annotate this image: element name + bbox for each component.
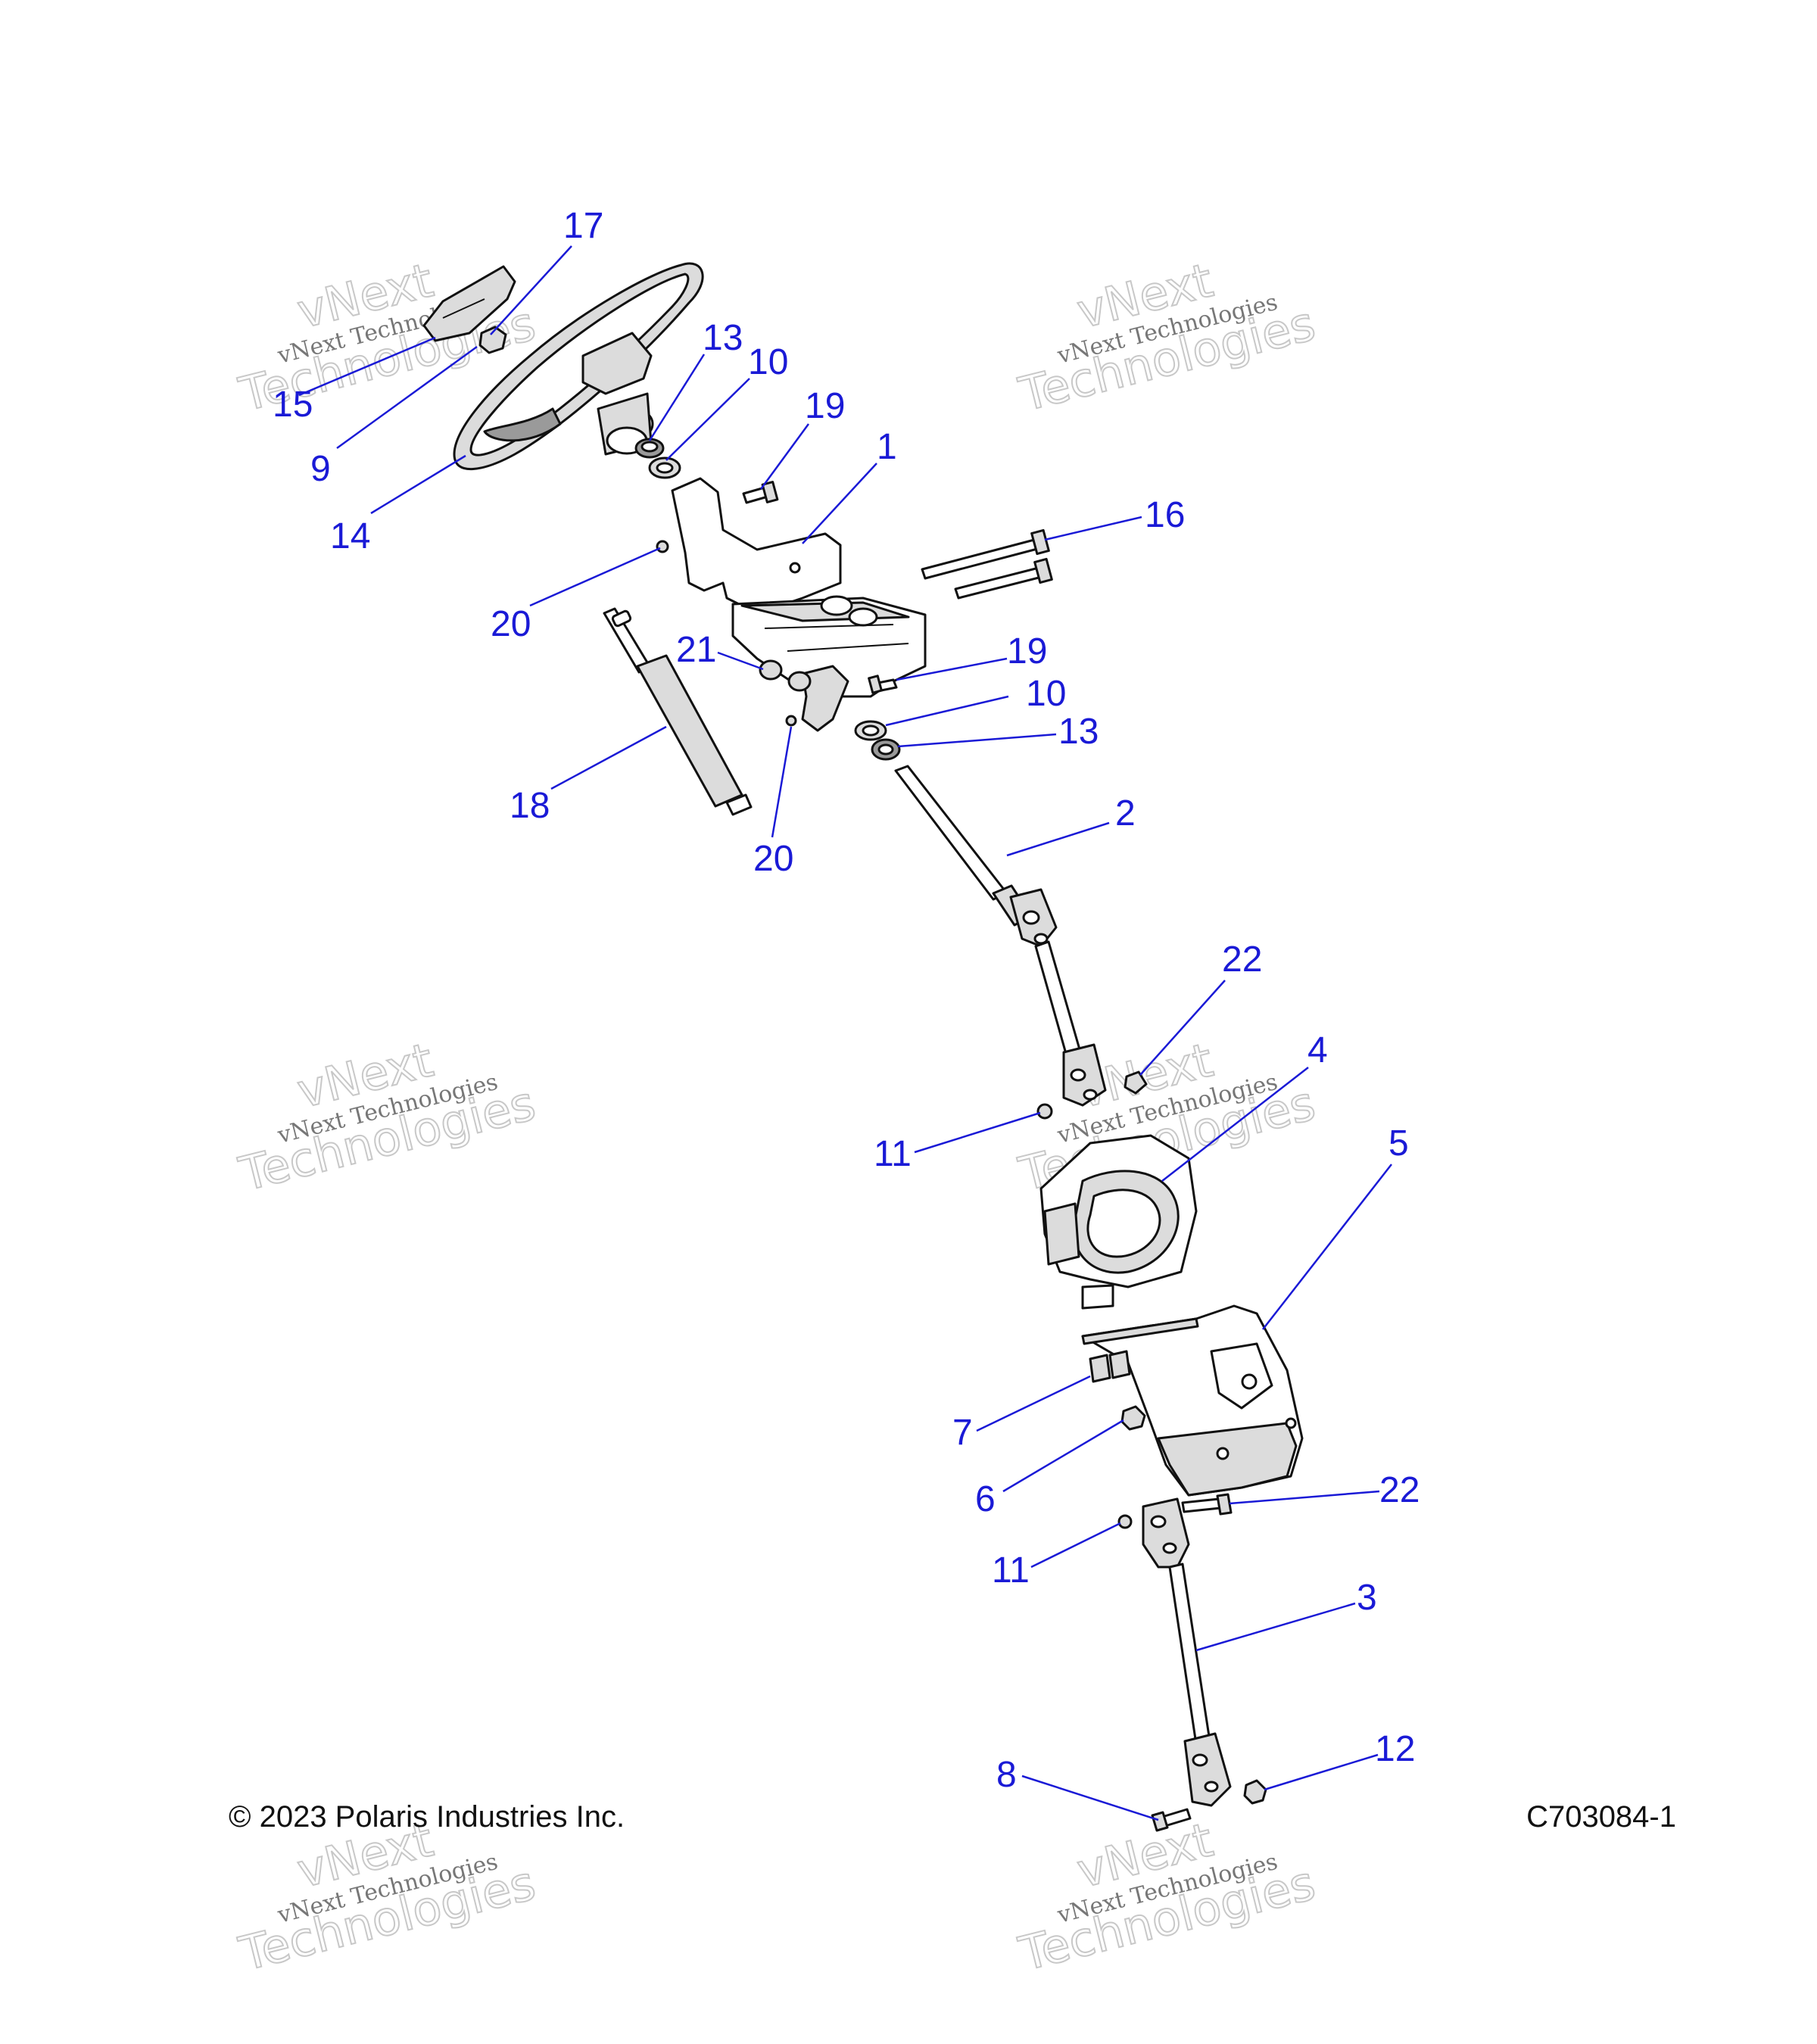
callout-8: 8 — [996, 1755, 1017, 1795]
callout-6: 6 — [975, 1479, 996, 1519]
pinch-bolt-lower-part — [1181, 1493, 1233, 1516]
bolt-lower-part — [868, 675, 898, 694]
callout-13-lower: 13 — [1058, 712, 1099, 752]
bushing-lower-part — [871, 738, 901, 761]
callout-14: 14 — [330, 516, 370, 556]
callout-19-lower: 19 — [1007, 631, 1047, 671]
callout-20-upper: 20 — [491, 604, 531, 644]
callout-17: 17 — [563, 206, 603, 246]
leader-lines — [298, 245, 1392, 1821]
callout-22-upper: 22 — [1222, 939, 1262, 980]
pinch-bolt-upper-part — [1124, 1070, 1148, 1095]
callout-labels: 17 15 9 14 13 10 19 1 16 20 21 19 10 13 … — [273, 206, 1420, 1795]
callout-10-lower: 10 — [1026, 674, 1066, 714]
horn-cover-part — [422, 265, 516, 342]
callout-11-upper: 11 — [874, 1134, 912, 1174]
nut-12-part — [1243, 1779, 1267, 1805]
callout-18: 18 — [510, 786, 550, 826]
tilt-bracket-part — [671, 477, 927, 732]
callout-13-upper: 13 — [703, 318, 743, 358]
steering-nut-part — [478, 326, 507, 354]
callout-19-upper: 19 — [805, 386, 845, 426]
callout-16: 16 — [1145, 495, 1185, 535]
washer-upper-part — [648, 456, 681, 479]
callout-15: 15 — [273, 385, 313, 425]
lower-shaft-part — [1142, 1497, 1232, 1807]
callout-12: 12 — [1375, 1729, 1415, 1769]
gas-strut-part — [603, 607, 753, 816]
bolt-8-part — [1151, 1808, 1192, 1832]
callout-22-lower: 22 — [1379, 1470, 1420, 1510]
callout-9: 9 — [310, 449, 331, 489]
callout-10-upper: 10 — [748, 342, 788, 382]
watermark-2: vNext vNext Technologies Technologies — [1013, 251, 1321, 422]
long-bolts-part — [921, 528, 1053, 600]
bracket-bolts-part — [1089, 1350, 1131, 1383]
callout-1: 1 — [877, 427, 897, 467]
bump-stop-part — [759, 659, 812, 692]
bolt-upper-part — [742, 481, 779, 504]
callout-20-lower: 20 — [753, 839, 793, 879]
callout-5: 5 — [1388, 1123, 1409, 1164]
callout-2: 2 — [1115, 793, 1136, 833]
copyright-text: © 2023 Polaris Industries Inc. — [229, 1800, 625, 1834]
washer-lower-part — [854, 720, 887, 741]
eps-bracket-part — [1081, 1304, 1304, 1497]
drawing-number: C703084-1 — [1526, 1800, 1676, 1834]
nut-upper-part — [656, 540, 669, 553]
callout-3: 3 — [1357, 1578, 1377, 1618]
eps-unit-part — [1039, 1134, 1198, 1310]
callout-7: 7 — [952, 1413, 973, 1453]
watermark-3: vNext vNext Technologies Technologies — [233, 1031, 541, 1202]
nut-6-part — [1120, 1405, 1146, 1431]
bushing-upper-part — [634, 438, 665, 459]
nut-lower-part — [785, 715, 797, 727]
callout-4: 4 — [1307, 1030, 1328, 1070]
upper-shaft-part — [894, 765, 1107, 1107]
callout-11-lower: 11 — [992, 1550, 1030, 1591]
nut-11-lower-part — [1117, 1514, 1133, 1529]
nut-11-upper-part — [1036, 1103, 1053, 1120]
steering-wheel-part — [453, 262, 704, 471]
callout-21: 21 — [676, 630, 716, 670]
